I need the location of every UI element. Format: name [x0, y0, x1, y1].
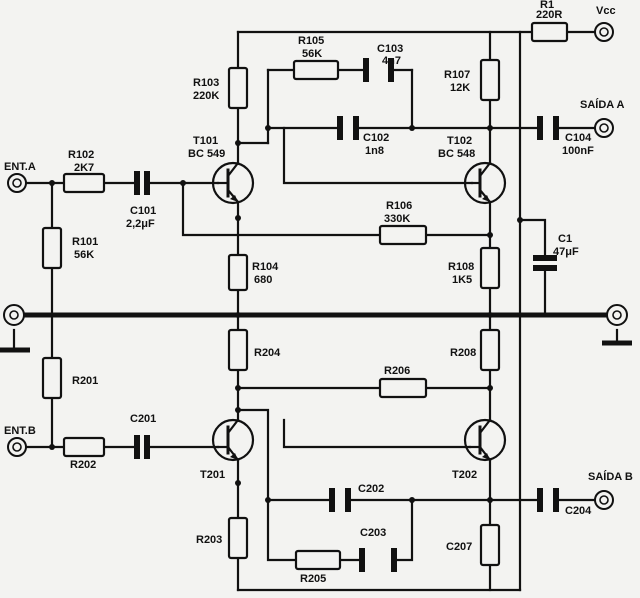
capacitor-c104 [537, 116, 559, 140]
label-r1-value: 220R [536, 9, 562, 21]
label-r104-value: 680 [254, 274, 272, 286]
label-r103-ref: R103 [193, 77, 219, 89]
resistor-r206 [378, 377, 428, 399]
label-ent-b: ENT.B [4, 425, 36, 437]
resistor-r104 [227, 253, 249, 292]
terminal-vcc [594, 22, 614, 42]
labels: R1 220R Vcc R105 56K C103 4n7 R103 220K … [4, 0, 633, 585]
capacitor-c204 [537, 488, 559, 512]
capacitor-c101 [134, 171, 150, 195]
label-r101-ref: R101 [72, 236, 98, 248]
resistor-r208 [479, 328, 501, 372]
label-r105-ref: R105 [298, 35, 324, 47]
label-c1-value: 47μF [553, 246, 579, 258]
resistor-r108 [479, 246, 501, 290]
label-t102-ref: T102 [447, 135, 472, 147]
capacitor-c202 [329, 488, 351, 512]
label-c101-ref: C101 [130, 205, 156, 217]
capacitor-c203 [359, 548, 397, 572]
label-c1-ref: C1 [558, 233, 572, 245]
label-r105-value: 56K [302, 48, 322, 60]
resistor-r202 [62, 436, 106, 458]
resistor-r102 [62, 172, 106, 194]
resistor-c207 [479, 523, 501, 567]
terminal-ent-a [7, 173, 27, 193]
terminal-ent-b [7, 437, 27, 457]
label-r103-value: 220K [193, 90, 219, 102]
resistor-r1 [530, 21, 569, 43]
label-r1-ref: R1 [540, 0, 554, 11]
label-c207-ref: C207 [446, 541, 472, 553]
label-c102-ref: C102 [363, 132, 389, 144]
label-r206-ref: R206 [384, 365, 410, 377]
resistor-r101 [41, 226, 63, 270]
label-c104-ref: C104 [565, 132, 592, 144]
label-c204-ref: C204 [565, 505, 592, 517]
resistor-r107 [479, 58, 501, 102]
label-r202-ref: R202 [70, 459, 96, 471]
wires [0, 30, 632, 592]
label-c201-ref: C201 [130, 413, 156, 425]
terminal-ground-right [606, 304, 628, 326]
label-c203-ref: C203 [360, 527, 386, 539]
label-c104-value: 100nF [562, 145, 594, 157]
resistor-r201 [41, 356, 63, 400]
terminal-saida-a [594, 118, 614, 138]
label-r108-ref: R108 [448, 261, 474, 273]
label-r108-value: 1K5 [452, 274, 472, 286]
terminal-ground-left [3, 304, 25, 326]
label-t101-type: BC 549 [188, 148, 225, 160]
label-r205-ref: R205 [300, 573, 326, 585]
capacitor-c1 [533, 255, 557, 271]
capacitor-c103 [363, 58, 394, 82]
transistor-t201 [211, 418, 255, 462]
resistor-r106 [378, 224, 428, 246]
transistor-t202 [463, 418, 507, 462]
label-c103-ref: C103 [377, 43, 403, 55]
transistor-t102 [463, 161, 507, 205]
label-saida-b: SAÍDA B [588, 470, 633, 483]
label-c102-value: 1n8 [365, 145, 384, 157]
label-r201-ref: R201 [72, 375, 98, 387]
label-r107-ref: R107 [444, 69, 470, 81]
capacitors [134, 58, 559, 572]
label-c202-ref: C202 [358, 483, 384, 495]
label-c103-value: 4n7 [382, 55, 401, 67]
label-c101-value: 2,2μF [126, 218, 155, 230]
label-r102-value: 2K7 [74, 162, 94, 174]
terminal-saida-b [594, 490, 614, 510]
label-vcc: Vcc [596, 5, 616, 17]
label-ent-a: ENT.A [4, 161, 36, 173]
label-r102-ref: R102 [68, 149, 94, 161]
label-r106-value: 330K [384, 213, 410, 225]
resistor-r204 [227, 328, 249, 372]
label-t201-ref: T201 [200, 469, 225, 481]
label-r104-ref: R104 [252, 261, 279, 273]
transistor-t101 [211, 161, 255, 205]
label-r208-ref: R208 [450, 347, 476, 359]
junction-dots [49, 125, 523, 503]
label-r106-ref: R106 [386, 200, 412, 212]
capacitor-c201 [134, 435, 150, 459]
capacitor-c102 [337, 116, 359, 140]
resistor-r203 [227, 516, 249, 560]
label-r203-ref: R203 [196, 534, 222, 546]
label-r204-ref: R204 [254, 347, 281, 359]
resistors [41, 21, 569, 571]
resistor-r205 [294, 549, 342, 571]
label-saida-a: SAÍDA A [580, 98, 624, 111]
label-t202-ref: T202 [452, 469, 477, 481]
resistor-r105 [292, 59, 340, 81]
label-r107-value: 12K [450, 82, 470, 94]
label-r101-value: 56K [74, 249, 94, 261]
label-t101-ref: T101 [193, 135, 218, 147]
resistor-r103 [227, 66, 249, 110]
label-t102-type: BC 548 [438, 148, 475, 160]
